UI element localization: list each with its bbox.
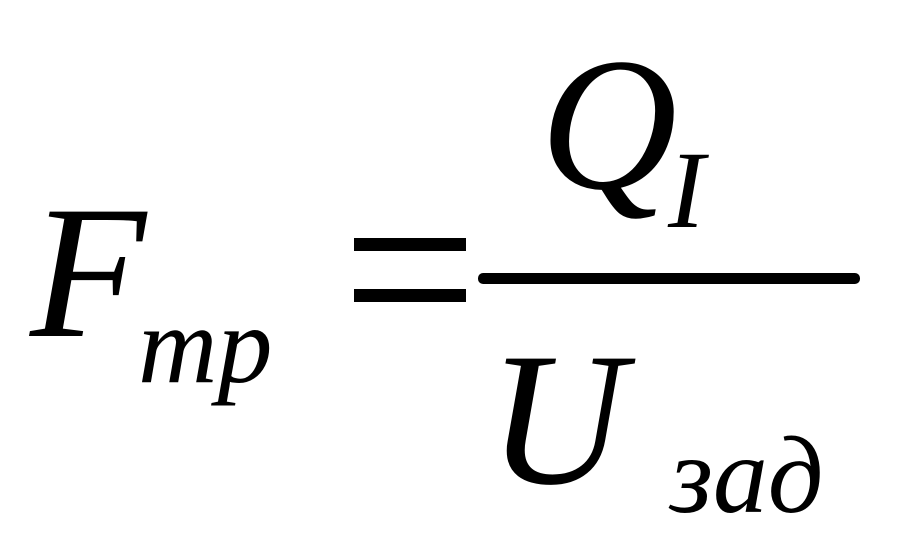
equals-sign-top-bar (354, 238, 466, 251)
numerator-symbol: Q (540, 20, 678, 230)
force-subscript: тр (138, 284, 273, 406)
denominator-subscript: зад (670, 414, 824, 536)
numerator-subscript: I (668, 129, 705, 251)
equals-sign-bottom-bar (354, 289, 466, 302)
denominator-symbol: U (488, 315, 626, 525)
fraction-bar (478, 273, 860, 284)
force-symbol: F (30, 168, 147, 378)
